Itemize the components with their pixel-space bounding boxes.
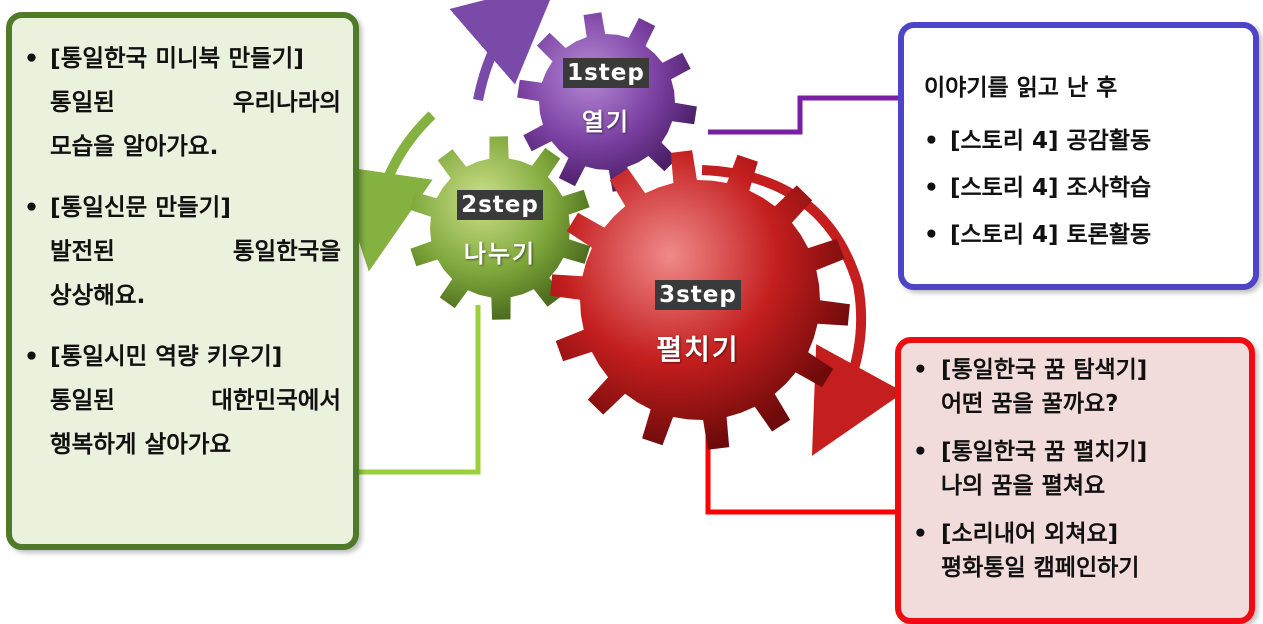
bullet-icon: • [913,357,928,383]
step2-label: 2step 나누기 [440,190,560,269]
item-line: 나의 꿈을 펼쳐요 [941,473,1106,499]
step2-name: 나누기 [463,240,537,268]
item-line: 상상해요. [50,281,146,309]
gear-step2 [409,136,591,320]
list-item: • [스토리 4] 공감활동 [924,118,1151,165]
step3-label: 3step 펼치기 [638,280,758,368]
box-intro: 이야기를 읽고 난 후 [924,75,1118,101]
list-item: • [스토리 4] 조사학습 [924,165,1151,212]
activity-box-share: • [통일한국 미니북 만들기] 통일된 우리나라의 모습을 알아가요. • [… [6,12,359,550]
bullet-icon: • [924,222,939,248]
item-line: 행복하게 살아가요 [50,430,232,458]
item-line: 어떤 꿈을 꿀까요? [941,391,1119,417]
connector-red [705,426,895,515]
item-text: [스토리 4] 조사학습 [950,175,1152,201]
item-line: 통일된 대한민국에서 [50,386,341,414]
list-item: • [통일시민 역량 키우기] 통일된 대한민국에서 행복하게 살아가요 [12,334,341,466]
gear-shape [517,12,697,192]
arrow-to-step1 [449,0,558,101]
list-item: • [통일한국 미니북 만들기] 통일된 우리나라의 모습을 알아가요. [12,36,341,168]
list-item: • [통일한국 꿈 탐색기] 어떤 꿈을 꿀까요? [913,353,1147,421]
item-text: [스토리 4] 공감활동 [950,128,1152,154]
activity-box-unfold: • [통일한국 꿈 탐색기] 어떤 꿈을 꿀까요? • [통일한국 꿈 펼치기]… [895,337,1255,624]
item-text: [스토리 4] 토론활동 [950,222,1152,248]
item-title: [통일한국 꿈 펼치기] [941,439,1148,465]
connector-green [359,305,481,475]
item-line: 통일된 우리나라의 [50,88,341,116]
bullet-icon: • [913,439,928,465]
step1-name: 열기 [581,108,631,136]
bullet-icon: • [24,193,40,221]
connector-purple [708,95,898,135]
bullet-icon: • [24,44,40,72]
bullet-icon: • [924,175,939,201]
list-item: • [통일한국 꿈 펼치기] 나의 꿈을 펼쳐요 [913,435,1147,503]
item-title: [통일신문 만들기] [50,193,232,221]
step2-tag: 2step [457,190,543,220]
gear-shape [409,136,591,320]
item-title: [통일시민 역량 키우기] [50,342,283,370]
activity-box-open: 이야기를 읽고 난 후 •[스토리 4] 공감활동 •[스토리 4] 조사학습 … [898,22,1259,290]
gear-step1 [517,12,697,192]
item-line: 발전된 통일한국을 [50,237,341,265]
bullet-icon: • [924,128,939,154]
item-title: [통일한국 미니북 만들기] [50,44,305,72]
arrow-to-step3 [701,165,904,456]
arrow-to-step2 [333,111,436,272]
list-item: • [스토리 4] 토론활동 [924,212,1151,259]
step3-name: 펼치기 [656,333,740,366]
bullet-icon: • [24,342,40,370]
step3-tag: 3step [655,280,741,310]
list-item: • [소리내어 외쳐요] 평화통일 캠페인하기 [913,517,1147,585]
step1-label: 1step 열기 [546,58,666,137]
item-line: 평화통일 캠페인하기 [941,555,1140,581]
item-title: [통일한국 꿈 탐색기] [941,357,1148,383]
item-line: 모습을 알아가요. [50,132,219,160]
item-title: [소리내어 외쳐요] [941,521,1119,547]
list-item: • [통일신문 만들기] 발전된 통일한국을 상상해요. [12,185,341,317]
bullet-icon: • [913,521,928,547]
step1-tag: 1step [563,58,649,88]
